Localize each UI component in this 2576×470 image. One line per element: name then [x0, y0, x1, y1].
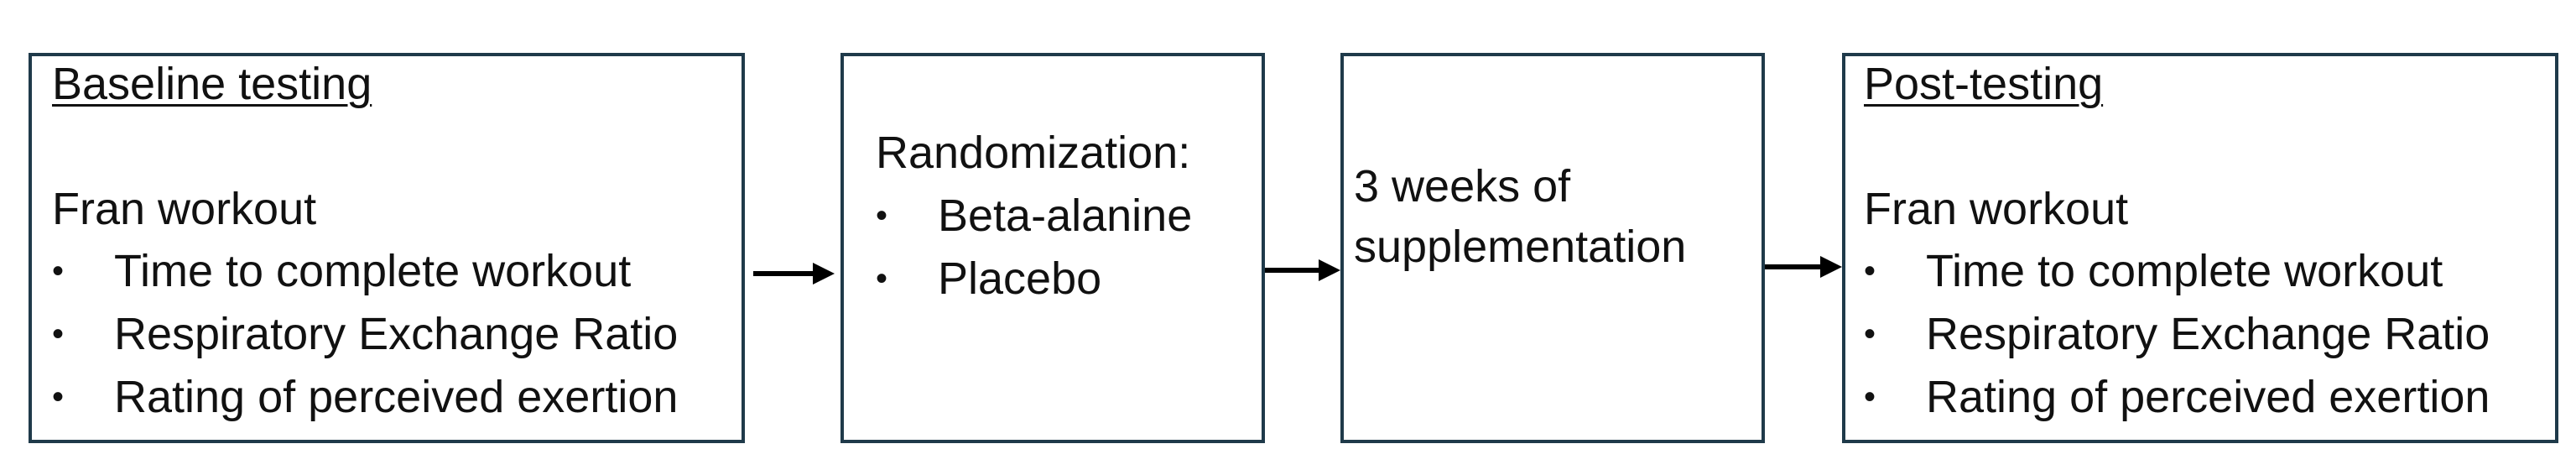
list-item: • Rating of perceived exertion [49, 366, 678, 429]
randomization-bullet-text: Beta-alanine [938, 191, 1193, 241]
randomization-bullet-list: • Beta-alanine • Placebo [872, 185, 1192, 311]
list-item: • Time to complete workout [1860, 240, 2490, 303]
bullet-icon: • [52, 253, 65, 290]
list-item: • Rating of perceived exertion [1860, 366, 2490, 429]
list-item: • Time to complete workout [49, 240, 678, 303]
bullet-icon: • [1864, 316, 1876, 352]
randomization-bullet-text: Placebo [938, 253, 1102, 304]
list-item: • Respiratory Exchange Ratio [49, 303, 678, 366]
bullet-icon: • [1864, 379, 1876, 415]
post-heading: Post-testing [1864, 59, 2104, 109]
list-item: • Respiratory Exchange Ratio [1860, 303, 2490, 366]
randomization-box [840, 53, 1265, 443]
post-testing-box [1842, 53, 2558, 443]
post-bullet-text: Respiratory Exchange Ratio [1926, 309, 2490, 359]
bullet-icon: • [52, 316, 65, 352]
bullet-icon: • [1864, 253, 1876, 290]
baseline-bullet-text: Respiratory Exchange Ratio [114, 309, 679, 359]
bullet-icon: • [876, 197, 888, 234]
arrow-baseline-to-randomization [753, 263, 835, 285]
baseline-bullet-list: • Time to complete workout • Respiratory E… [49, 240, 678, 429]
baseline-subheading: Fran workout [52, 184, 317, 234]
supplementation-box [1340, 53, 1765, 443]
post-bullet-list: • Time to complete workout • Respiratory E… [1860, 240, 2490, 429]
arrow-supplementation-to-post-testing [1765, 256, 1842, 278]
arrow-randomization-to-supplementation [1265, 259, 1340, 281]
post-subheading: Fran workout [1864, 184, 2129, 234]
list-item: • Beta-alanine [872, 185, 1192, 248]
post-bullet-text: Rating of perceived exertion [1926, 372, 2490, 422]
randomization-heading: Randomization: [876, 128, 1191, 178]
baseline-bullet-text: Time to complete workout [114, 246, 632, 296]
baseline-testing-box [29, 53, 745, 443]
supplementation-line-1: 3 weeks of [1354, 161, 1571, 212]
baseline-bullet-text: Rating of perceived exertion [114, 372, 679, 422]
supplementation-line-2: supplementation [1354, 222, 1687, 272]
post-bullet-text: Time to complete workout [1926, 246, 2443, 296]
bullet-icon: • [876, 260, 888, 297]
list-item: • Placebo [872, 248, 1192, 311]
bullet-icon: • [52, 379, 65, 415]
baseline-heading: Baseline testing [52, 59, 372, 109]
